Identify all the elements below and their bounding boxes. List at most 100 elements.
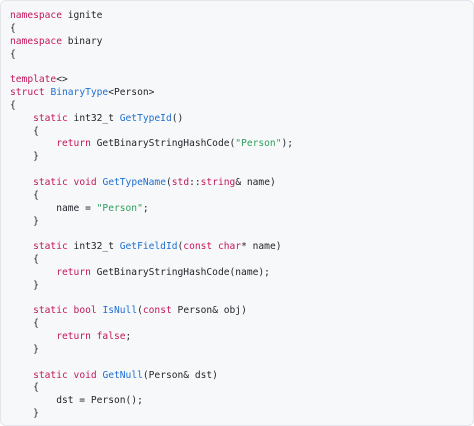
function-name-token: GetTypeId bbox=[119, 112, 172, 124]
code-token: } bbox=[10, 408, 39, 420]
keyword-token: static bbox=[33, 369, 68, 381]
code-line: { bbox=[10, 190, 293, 203]
code-line: struct BinaryType<Person> bbox=[10, 87, 293, 100]
code-line: template<> bbox=[10, 74, 293, 87]
code-line: namespace binary bbox=[10, 36, 293, 49]
code-line: name = "Person"; bbox=[10, 203, 293, 216]
code-line: } bbox=[10, 408, 293, 421]
keyword-token: static bbox=[33, 112, 68, 124]
keyword-token: return bbox=[56, 266, 91, 278]
code-token bbox=[10, 113, 33, 124]
code-line: { bbox=[10, 23, 293, 36]
code-line: static void GetTypeName(std::string& nam… bbox=[10, 177, 293, 190]
code-token: int32_t bbox=[67, 241, 120, 253]
code-token: <> bbox=[56, 74, 68, 86]
code-token: <Person> bbox=[108, 87, 155, 99]
keyword-token: bool bbox=[73, 305, 97, 317]
code-token: Person& obj) bbox=[171, 305, 247, 317]
code-line: { bbox=[10, 49, 293, 62]
string-literal-token: "Person" bbox=[235, 138, 282, 150]
code-token: ); bbox=[281, 138, 294, 150]
code-token: } bbox=[10, 215, 39, 227]
code-token bbox=[10, 177, 33, 188]
keyword-token: char bbox=[217, 241, 242, 253]
code-line: } bbox=[10, 280, 293, 293]
code-token: name = bbox=[10, 202, 97, 214]
code-line bbox=[10, 164, 293, 177]
keyword-token: struct bbox=[10, 87, 45, 99]
code-token: ; bbox=[125, 331, 132, 343]
keyword-token: static bbox=[33, 176, 68, 188]
keyword-token: template bbox=[10, 74, 57, 86]
code-line: } bbox=[10, 151, 293, 164]
code-token bbox=[10, 138, 56, 149]
code-token: { bbox=[10, 318, 39, 330]
code-token: GetBinaryStringHashCode(name); bbox=[90, 266, 270, 278]
code-token: GetBinaryStringHashCode( bbox=[90, 138, 236, 150]
code-token: ; bbox=[142, 202, 149, 214]
code-token: { bbox=[10, 254, 39, 266]
code-token: { bbox=[10, 22, 16, 34]
code-line: static bool IsNull(const Person& obj) bbox=[10, 305, 293, 318]
code-token: { bbox=[10, 99, 16, 111]
keyword-token: std bbox=[171, 176, 190, 188]
code-line bbox=[10, 293, 293, 306]
function-name-token: GetNull bbox=[102, 369, 143, 381]
code-token: { bbox=[10, 125, 39, 137]
code-token: { bbox=[10, 48, 16, 60]
code-token: { bbox=[10, 189, 39, 201]
function-name-token: BinaryType bbox=[50, 87, 109, 99]
keyword-token: string bbox=[200, 176, 236, 188]
keyword-token: return bbox=[56, 138, 91, 150]
code-token bbox=[10, 370, 33, 381]
code-token: } bbox=[10, 343, 39, 355]
code-line bbox=[10, 357, 293, 370]
code-token bbox=[10, 305, 33, 316]
code-line: return false; bbox=[10, 331, 293, 344]
code-block[interactable]: namespace ignite{namespace binary{templa… bbox=[10, 10, 293, 421]
code-token: binary bbox=[61, 35, 103, 47]
code-token: * name) bbox=[241, 241, 282, 253]
code-line: { bbox=[10, 100, 293, 113]
code-line: static int32_t GetFieldId(const char* na… bbox=[10, 241, 293, 254]
keyword-token: const bbox=[183, 241, 213, 253]
keyword-token: namespace bbox=[10, 35, 62, 47]
code-token: (Person& dst) bbox=[142, 369, 218, 381]
code-token: ( bbox=[177, 241, 184, 253]
keyword-token: void bbox=[73, 176, 97, 188]
code-line: static int32_t GetTypeId() bbox=[10, 113, 293, 126]
code-token: ( bbox=[137, 305, 143, 317]
function-name-token: GetTypeName bbox=[102, 176, 166, 188]
function-name-token: GetFieldId bbox=[119, 241, 178, 253]
string-literal-token: "Person" bbox=[96, 202, 143, 214]
code-token bbox=[10, 267, 56, 278]
code-line: return GetBinaryStringHashCode(name); bbox=[10, 267, 293, 280]
code-token: ignite bbox=[61, 10, 103, 21]
keyword-token: namespace bbox=[10, 10, 62, 21]
code-line bbox=[10, 61, 293, 74]
code-token: } bbox=[10, 279, 39, 291]
code-line: { bbox=[10, 254, 293, 267]
code-token bbox=[10, 241, 33, 252]
keyword-token: const bbox=[142, 305, 172, 317]
function-name-token: IsNull bbox=[102, 305, 138, 317]
keyword-token: static bbox=[33, 305, 68, 317]
keyword-token: static bbox=[33, 241, 68, 253]
keyword-token: return bbox=[56, 331, 91, 343]
code-line bbox=[10, 228, 293, 241]
code-token bbox=[10, 331, 56, 342]
code-token: () bbox=[171, 112, 184, 124]
code-token: { bbox=[10, 382, 39, 394]
code-line: { bbox=[10, 318, 293, 331]
code-line: dst = Person(); bbox=[10, 395, 293, 408]
keyword-token: false bbox=[96, 331, 126, 343]
code-line: return GetBinaryStringHashCode("Person")… bbox=[10, 138, 293, 151]
code-token: ( bbox=[165, 176, 172, 188]
keyword-token: void bbox=[73, 369, 97, 381]
code-token: int32_t bbox=[67, 112, 120, 124]
code-line: namespace ignite bbox=[10, 10, 293, 23]
code-token: } bbox=[10, 151, 39, 163]
code-line: static void GetNull(Person& dst) bbox=[10, 370, 293, 383]
code-line: } bbox=[10, 344, 293, 357]
